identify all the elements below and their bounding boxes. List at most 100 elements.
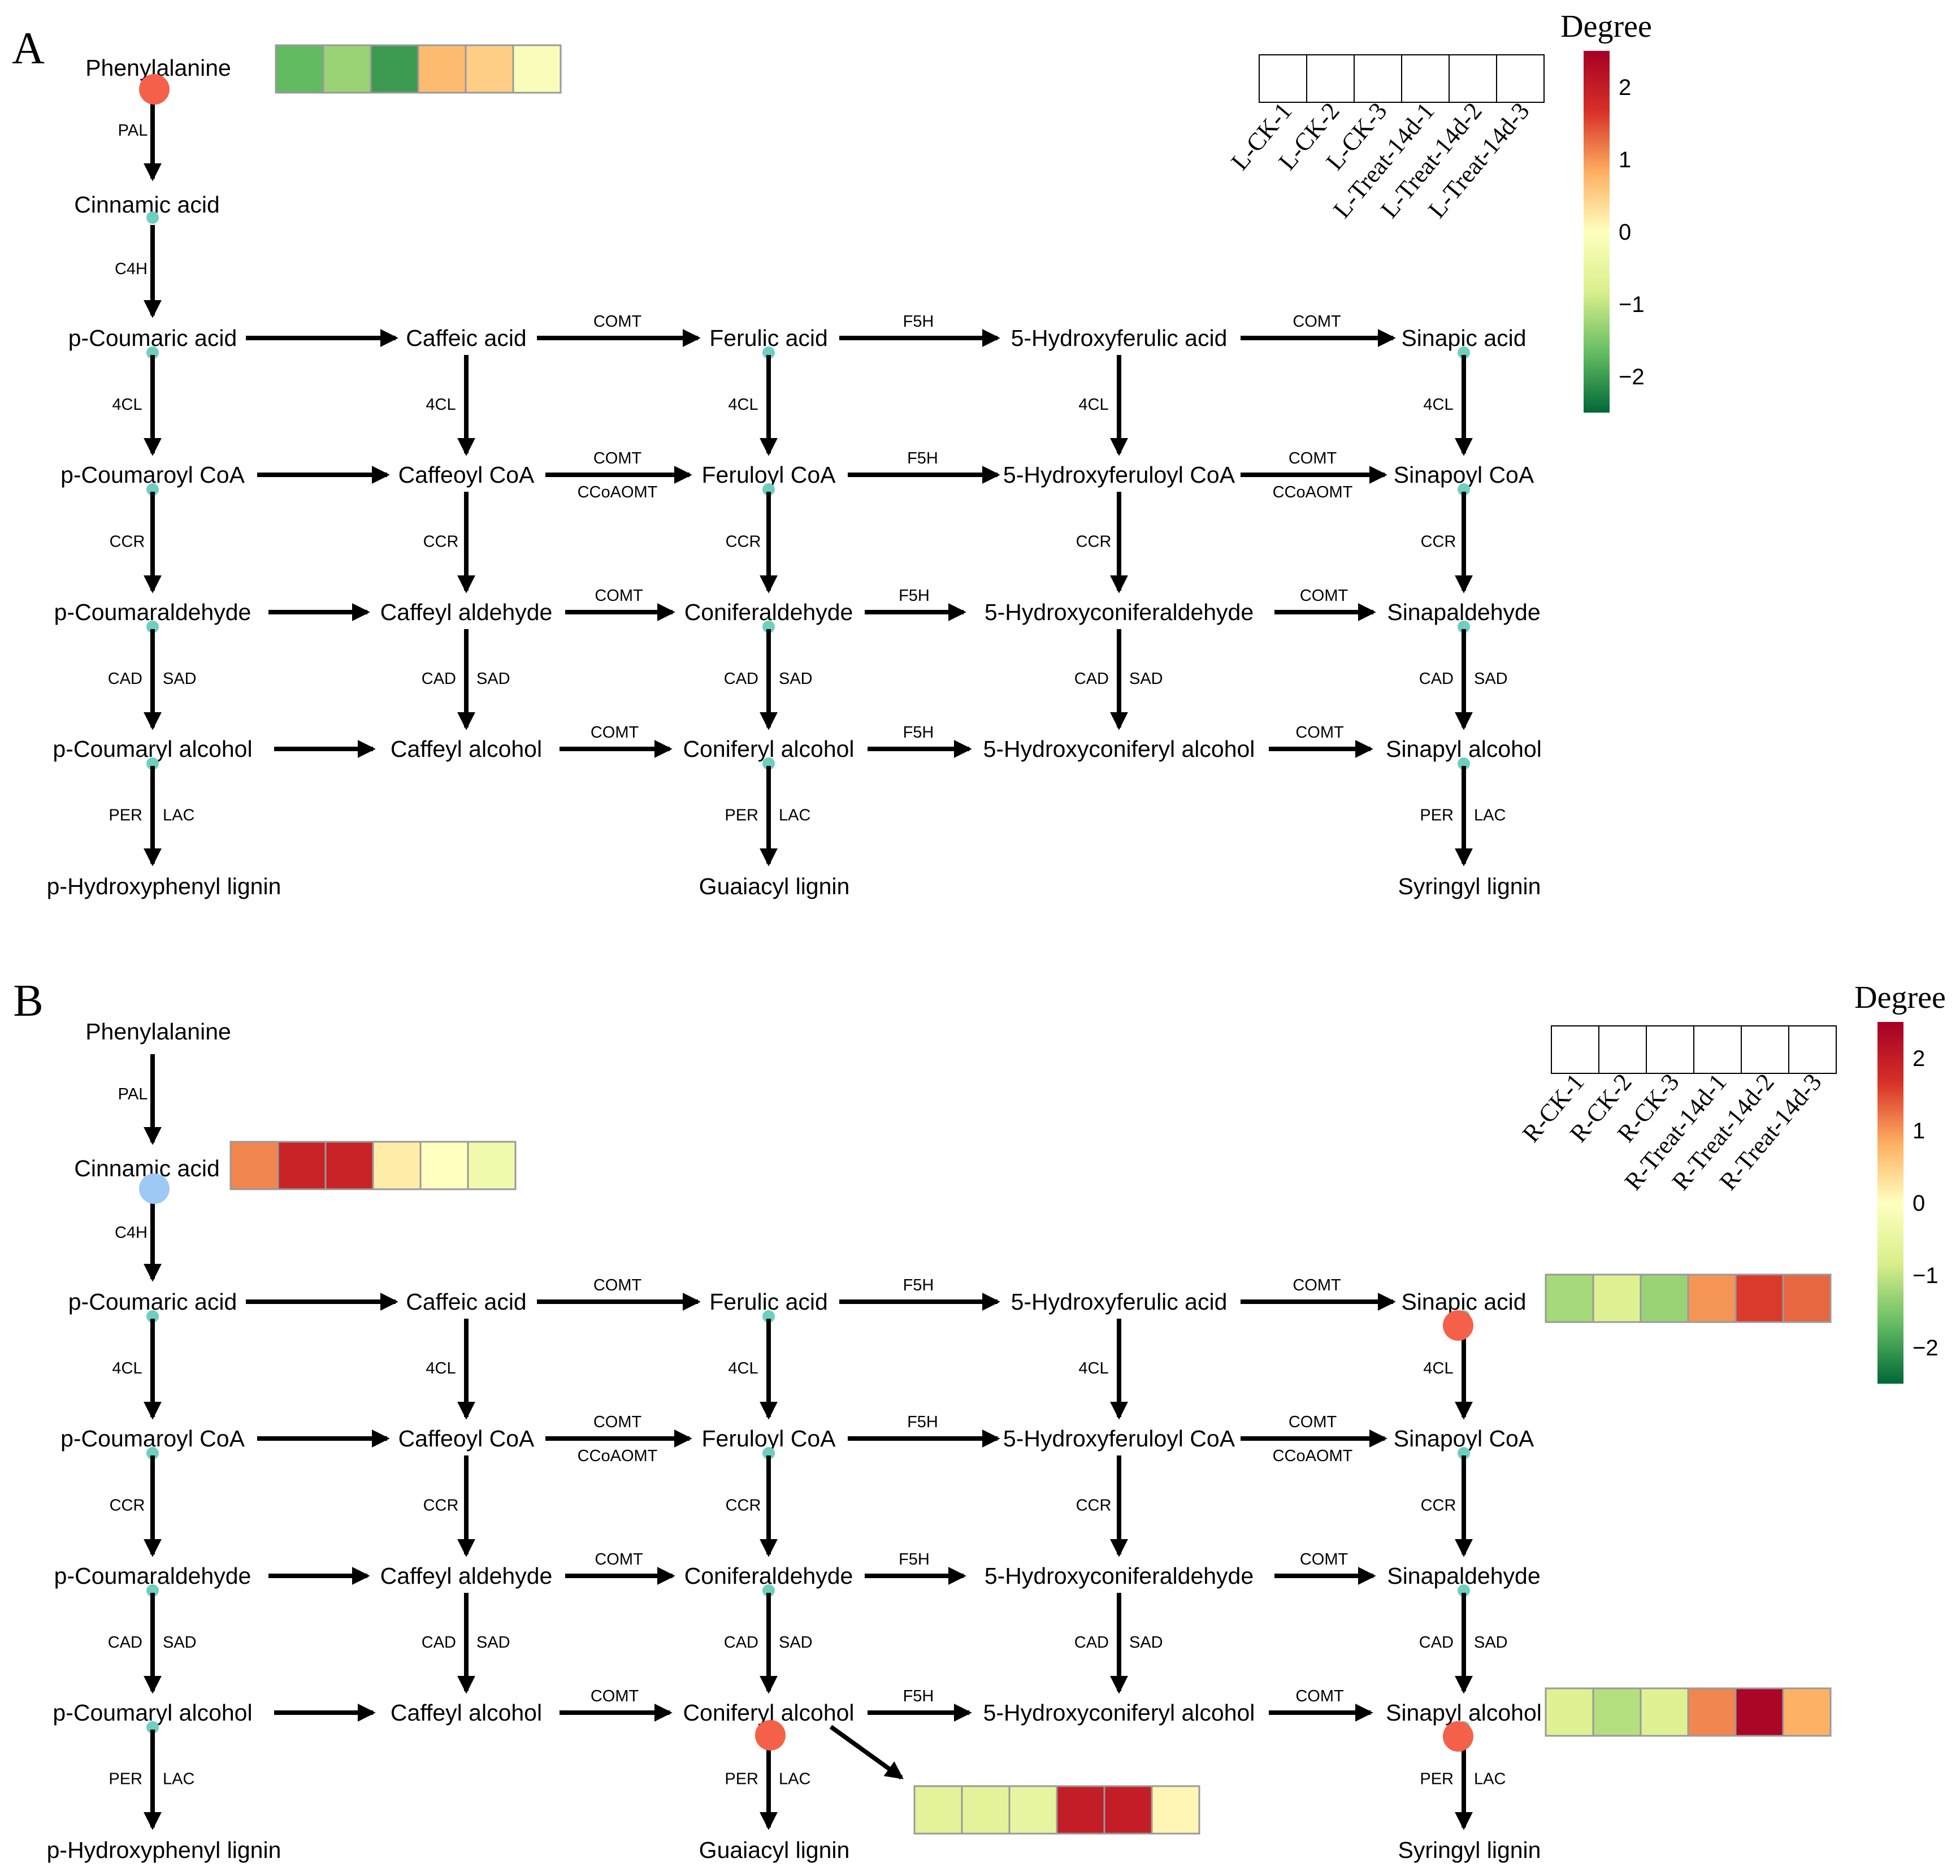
enzyme-comt: COMT — [1295, 1687, 1344, 1705]
heatmap-cell — [1687, 1273, 1737, 1323]
legend-sample-box — [1496, 54, 1545, 103]
compound-hfcoa: 5-Hydroxyferuloyl CoA — [1003, 462, 1235, 488]
enzyme-comt: COMT — [1293, 1276, 1341, 1294]
enzyme-ccr: CCR — [110, 1497, 145, 1515]
node-dot — [762, 346, 775, 359]
color-scale-bar — [1584, 51, 1610, 413]
enzyme-comt: COMT — [1289, 1413, 1337, 1431]
legend-sample-box — [1551, 1025, 1599, 1074]
compound-hcal: 5-Hydroxyconiferaldehyde — [985, 1563, 1254, 1589]
heatmap-phenylalanine — [275, 44, 562, 94]
heatmap-cell — [1734, 1273, 1784, 1323]
enzyme-comt: COMT — [591, 1687, 639, 1705]
heatmap-cell — [322, 44, 372, 94]
enzyme-ccr: CCR — [1076, 533, 1112, 551]
compound-syringyl-lignin: Syringyl lignin — [1398, 873, 1541, 899]
compound-hcoh: 5-Hydroxyconiferyl alcohol — [983, 736, 1255, 762]
enzyme-ccr: CCR — [1421, 1497, 1456, 1515]
compound-guaiacyl-lignin: Guaiacyl lignin — [699, 873, 850, 899]
enzyme-per: PER — [725, 1770, 758, 1788]
enzyme-cad: CAD — [422, 1634, 456, 1652]
node-dot — [1458, 1584, 1470, 1597]
enzyme-f5h: F5H — [903, 723, 934, 742]
heatmap-cell — [465, 44, 514, 94]
arrow-to-heatmap — [829, 1725, 904, 1780]
node-dot — [762, 621, 775, 633]
compound-guaiacyl-lignin: Guaiacyl lignin — [699, 1837, 850, 1863]
panel-label: B — [13, 976, 43, 1026]
node-dot — [762, 757, 775, 770]
compound-cinnamic-acid: Cinnamic acid — [74, 192, 220, 218]
enzyme-lac: LAC — [163, 807, 194, 825]
heatmap-coniferyl-alcohol — [913, 1785, 1200, 1835]
legend-tick: 0 — [1913, 1191, 1925, 1216]
heatmap-cell — [1782, 1687, 1832, 1737]
compound-syringyl-lignin: Syringyl lignin — [1398, 1837, 1541, 1863]
enzyme-lac: LAC — [1474, 807, 1506, 825]
legend-sample-box — [1401, 54, 1450, 103]
enzyme-4cl: 4CL — [426, 1359, 456, 1377]
heatmap-cell — [1008, 1785, 1058, 1835]
heatmap-cell — [512, 44, 562, 94]
enzyme-sad: SAD — [779, 1634, 813, 1652]
legend-sample-box — [1693, 1025, 1742, 1074]
enzyme-sad: SAD — [476, 1634, 510, 1652]
enzyme-lac: LAC — [779, 807, 810, 825]
compound-phenylalanine: Phenylalanine — [85, 1019, 231, 1045]
enzyme-pal: PAL — [118, 1085, 148, 1103]
enzyme-4cl: 4CL — [1078, 396, 1108, 414]
enzyme-sad: SAD — [163, 670, 197, 688]
enzyme-ccr: CCR — [726, 533, 761, 551]
heatmap-cell — [277, 1141, 327, 1190]
compound-hfa: 5-Hydroxyferulic acid — [1011, 1289, 1228, 1315]
enzyme-4cl: 4CL — [112, 396, 142, 414]
enzyme-comt: COMT — [1293, 313, 1341, 331]
legend-sample-box — [1646, 1025, 1694, 1074]
heatmap-sinapic-acid — [1545, 1273, 1832, 1323]
enzyme-cad: CAD — [1419, 670, 1454, 688]
enzyme-sad: SAD — [779, 670, 813, 688]
enzyme-comt: COMT — [593, 1276, 642, 1294]
enzyme-f5h: F5H — [903, 1687, 934, 1705]
legend-title: Degree — [1854, 980, 1946, 1015]
enzyme-lac: LAC — [1474, 1770, 1506, 1788]
enzyme-comt: COMT — [1300, 1550, 1348, 1569]
sinapic-acid-up-marker — [1443, 1310, 1473, 1341]
compound-hcoh: 5-Hydroxyconiferyl alcohol — [983, 1700, 1255, 1726]
legend-tick: 1 — [1619, 148, 1631, 172]
node-dot — [1458, 1447, 1470, 1459]
enzyme-f5h: F5H — [899, 587, 930, 605]
node-dot — [146, 346, 159, 359]
legend-tick: −1 — [1619, 292, 1645, 317]
node-dot — [146, 757, 159, 770]
legend-tick: −1 — [1913, 1263, 1939, 1288]
legend-tick: 1 — [1913, 1119, 1925, 1143]
compound-cafcoa: Caffeoyl CoA — [398, 1426, 535, 1452]
enzyme-ccr: CCR — [1076, 1497, 1112, 1515]
enzyme-f5h: F5H — [907, 1413, 938, 1431]
enzyme-f5h: F5H — [903, 1276, 934, 1294]
node-dot — [762, 1584, 775, 1597]
legend-title: Degree — [1560, 9, 1652, 44]
compound-cafoh: Caffeyl alcohol — [391, 1700, 542, 1726]
legend-tick: −2 — [1619, 365, 1645, 389]
heatmap-cell — [1640, 1687, 1689, 1737]
enzyme-sad: SAD — [1474, 1634, 1508, 1652]
node-dot — [1458, 621, 1470, 633]
phenylalanine-up-marker — [139, 74, 170, 105]
heatmap-cell — [467, 1141, 517, 1190]
enzyme-ccoaomt: CCoAOMT — [578, 483, 658, 501]
enzyme-ccr: CCR — [1421, 533, 1456, 551]
node-dot — [1458, 346, 1470, 359]
enzyme-comt: COMT — [1300, 587, 1348, 605]
enzyme-4cl: 4CL — [1423, 396, 1453, 414]
heatmap-cell — [1151, 1785, 1200, 1835]
enzyme-sad: SAD — [1474, 670, 1508, 688]
node-dot — [762, 483, 775, 496]
enzyme-cad: CAD — [724, 1634, 758, 1652]
legend-sample-box — [1741, 1025, 1789, 1074]
enzyme-4cl: 4CL — [728, 396, 758, 414]
enzyme-cad: CAD — [724, 670, 758, 688]
